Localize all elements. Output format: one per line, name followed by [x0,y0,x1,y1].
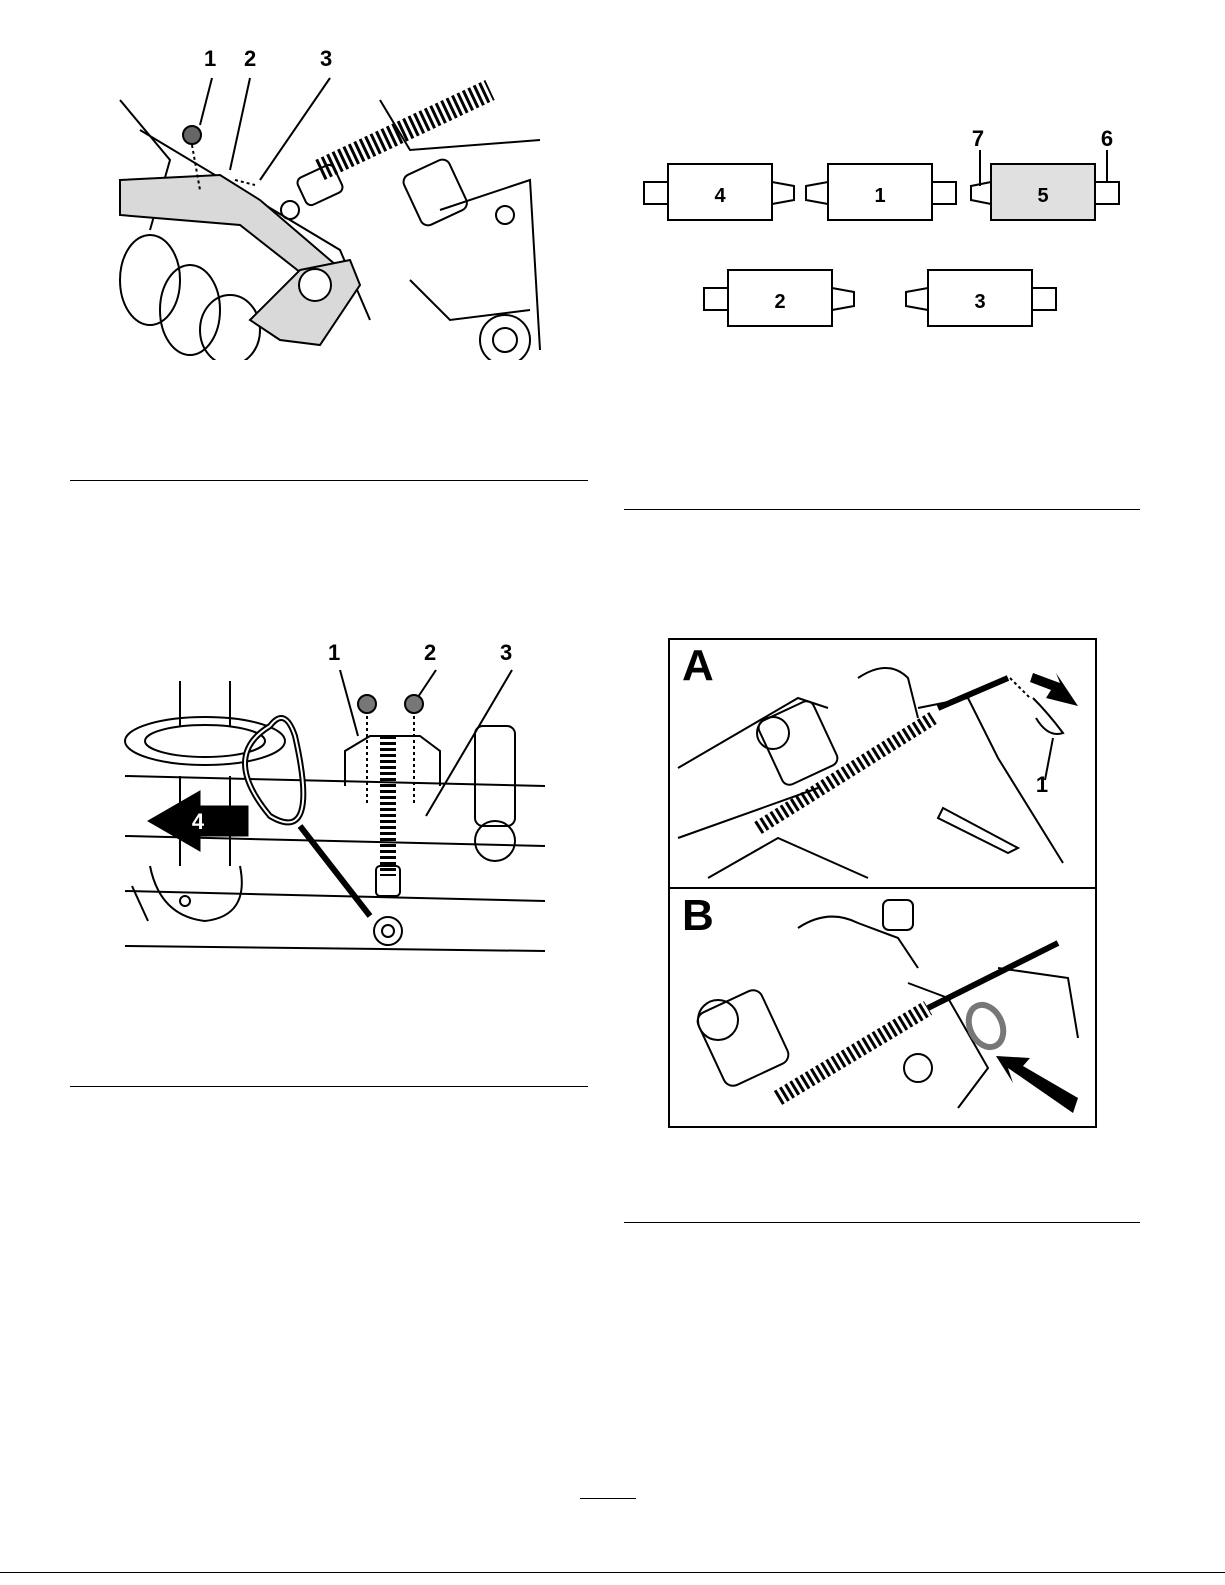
box-3-right-stub [1032,288,1056,310]
fig4-panel-b-label: B [682,891,714,940]
fig2-callout-2: 2 [424,642,436,664]
fig2-illustration: 4 [120,666,550,966]
box-1-label: 1 [874,185,885,207]
box-4-left-stub [644,182,668,204]
box-2-right-tip [832,288,854,310]
fig4-callout-1: 1 [1036,772,1048,797]
box-3-left-tip [906,288,928,310]
footer-rule [0,1572,1225,1573]
fig4-panel-a-label: A [682,641,714,690]
fig4-panels: A 1 B [668,638,1098,1130]
box-3-label: 3 [974,291,985,313]
fig1-illustration [110,70,550,360]
fig2-callout-3: 3 [500,642,512,664]
fig2-callout-1: 1 [328,642,340,664]
fig3-callout-7: 7 [972,126,984,151]
fig2-arrow-label: 4 [192,809,205,834]
box-1-left-tip [806,182,828,204]
divider-right-2 [624,1222,1140,1223]
box-1-right-stub [932,182,956,204]
fig4-frame [669,639,1096,1127]
fig1-callout-3: 3 [320,48,332,70]
divider-right-1 [624,509,1140,510]
page-number-underline [580,1498,636,1499]
box-2-left-stub [704,288,728,310]
fig3-callout-6: 6 [1101,126,1113,151]
box-2-label: 2 [774,291,785,313]
box-5-right-stub [1095,182,1119,204]
fig1-callout-2: 2 [244,48,256,70]
box-4-label: 4 [714,185,726,207]
divider-left-2 [70,1086,588,1087]
divider-left-1 [70,480,588,481]
box-4-right-tip [772,182,794,204]
fig3-block-diagram: 4 1 5 2 3 7 6 [630,120,1140,340]
fig1-callout-1: 1 [204,48,216,70]
box-5-label: 5 [1037,185,1048,207]
